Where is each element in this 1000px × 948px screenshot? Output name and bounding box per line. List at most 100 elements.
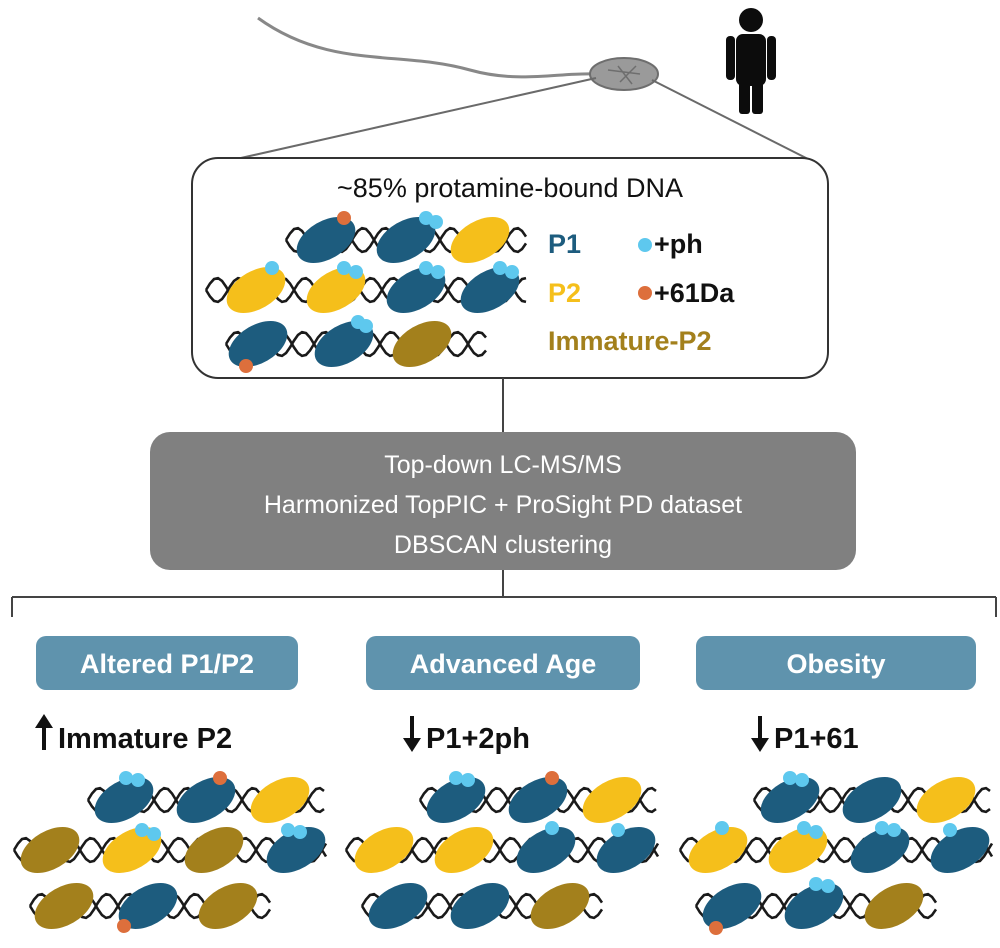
phosphorylation-dot xyxy=(505,265,519,279)
human-figure-icon xyxy=(726,8,776,114)
mod-61da-dot xyxy=(117,919,131,933)
protamine-p1 xyxy=(760,777,820,823)
mod-61da-dot xyxy=(709,921,723,935)
protamine-p2 xyxy=(226,267,286,313)
phosphorylation-dot xyxy=(875,821,889,835)
protamine-p1 xyxy=(842,777,902,823)
phosphorylation-dot xyxy=(119,771,133,785)
process-line-1: Top-down LC-MS/MS xyxy=(384,451,622,479)
protamine-immature-p2 xyxy=(392,321,452,367)
protamine-p1 xyxy=(426,777,486,823)
phosphorylation-dot xyxy=(429,215,443,229)
group-header-altered-label: Altered P1/P2 xyxy=(80,649,254,679)
mod-61da-dot xyxy=(239,359,253,373)
protamine-p1 xyxy=(596,827,656,873)
finding-altered: Immature P2 xyxy=(35,714,232,755)
phosphorylation-dot xyxy=(715,821,729,835)
dna-illustration-altered xyxy=(12,771,328,933)
protamine-p1 xyxy=(508,777,568,823)
phosphorylation-dot xyxy=(943,823,957,837)
legend-61da-label: +61Da xyxy=(654,278,735,308)
phosphorylation-dot xyxy=(809,825,823,839)
group-header-obesity-label: Obesity xyxy=(786,649,885,679)
phosphorylation-dot xyxy=(545,821,559,835)
phosphorylation-dot xyxy=(131,773,145,787)
phosphorylation-dot xyxy=(493,261,507,275)
legend-immature-label: Immature-P2 xyxy=(548,326,712,356)
protamine-p2 xyxy=(354,827,414,873)
group-obesity: Obesity xyxy=(696,636,976,690)
sperm-cell-icon xyxy=(257,16,659,91)
protamine-p1 xyxy=(176,777,236,823)
protamine-immature-p2 xyxy=(530,883,590,929)
protamine-p2 xyxy=(250,777,310,823)
protamine-p2 xyxy=(688,827,748,873)
finding-obesity-label: P1+61 xyxy=(774,723,859,755)
phosphorylation-dot xyxy=(449,771,463,785)
process-box xyxy=(150,432,856,570)
legend-p2-label: P2 xyxy=(548,278,581,308)
group-altered: Altered P1/P2 xyxy=(36,636,298,690)
dna-illustration-age xyxy=(344,771,660,929)
legend-ph-dot xyxy=(638,238,652,252)
top-dna-illustration xyxy=(204,211,528,373)
protamine-p1 xyxy=(296,217,356,263)
zoom-lines xyxy=(231,77,811,161)
mod-61da-dot xyxy=(545,771,559,785)
up-arrow-icon xyxy=(35,714,53,750)
group-header-altered xyxy=(36,636,298,690)
protamine-p2 xyxy=(306,267,366,313)
protamine-p1 xyxy=(386,267,446,313)
top-box-title: ~85% protamine-bound DNA xyxy=(337,173,683,203)
process-line-2: Harmonized TopPIC + ProSight PD dataset xyxy=(264,491,742,519)
protamine-immature-p2 xyxy=(198,883,258,929)
finding-altered-label: Immature P2 xyxy=(58,723,232,755)
phosphorylation-dot xyxy=(783,771,797,785)
group-header-age-label: Advanced Age xyxy=(410,649,597,679)
down-arrow-icon xyxy=(403,716,421,752)
protamine-p1 xyxy=(460,267,520,313)
protamine-p1 xyxy=(702,883,762,929)
protamine-p2 xyxy=(434,827,494,873)
phosphorylation-dot xyxy=(349,265,363,279)
finding-age: P1+2ph xyxy=(403,716,530,755)
protamine-p2 xyxy=(768,827,828,873)
mod-61da-dot xyxy=(213,771,227,785)
phosphorylation-dot xyxy=(293,825,307,839)
protamine-p2 xyxy=(916,777,976,823)
group-age: Advanced Age xyxy=(366,636,640,690)
phosphorylation-dot xyxy=(337,261,351,275)
phosphorylation-dot xyxy=(611,823,625,837)
protamine-immature-p2 xyxy=(34,883,94,929)
protamine-p2 xyxy=(582,777,642,823)
bracket-connector xyxy=(11,570,997,617)
legend: P1 P2 Immature-P2 +ph +61Da xyxy=(548,229,735,356)
protamine-p1 xyxy=(784,883,844,929)
protamine-p1 xyxy=(368,883,428,929)
down-arrow-icon xyxy=(751,716,769,752)
phosphorylation-dot xyxy=(461,773,475,787)
protamine-p1 xyxy=(94,777,154,823)
process-line-3: DBSCAN clustering xyxy=(394,531,612,559)
dna-illustration-obesity xyxy=(678,771,994,935)
phosphorylation-dot xyxy=(265,261,279,275)
protamine-p1 xyxy=(266,827,326,873)
phosphorylation-dot xyxy=(147,827,161,841)
group-header-age xyxy=(366,636,640,690)
phosphorylation-dot xyxy=(431,265,445,279)
phosphorylation-dot xyxy=(887,823,901,837)
phosphorylation-dot xyxy=(821,879,835,893)
phosphorylation-dot xyxy=(281,823,295,837)
phosphorylation-dot xyxy=(809,877,823,891)
protamine-p1 xyxy=(314,321,374,367)
protamine-immature-p2 xyxy=(184,827,244,873)
phosphorylation-dot xyxy=(359,319,373,333)
protamine-immature-p2 xyxy=(864,883,924,929)
phosphorylation-dot xyxy=(135,823,149,837)
protamine-p1 xyxy=(228,321,288,367)
group-header-obesity xyxy=(696,636,976,690)
finding-age-label: P1+2ph xyxy=(426,723,530,755)
legend-61da-dot xyxy=(638,286,652,300)
protamine-p1 xyxy=(376,217,436,263)
